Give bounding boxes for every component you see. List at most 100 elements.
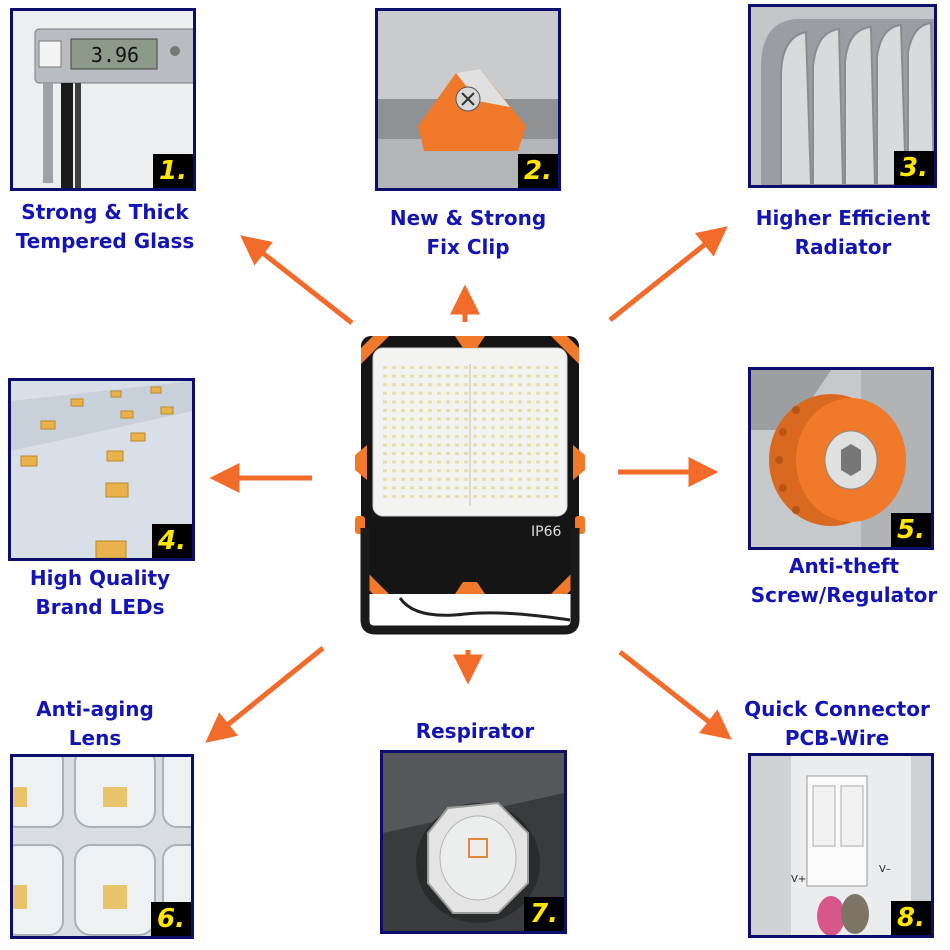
respirator-icon [383,753,564,931]
led-dot [500,426,504,430]
led-dot [554,486,558,490]
led-dot [473,486,477,490]
led-dot [527,460,531,464]
led-dot [482,452,486,455]
led-dot [455,477,459,481]
led-dot [428,486,432,490]
led-dot [410,383,414,387]
feature-panel-radiator: 3. [748,4,937,188]
feature-caption-lens: Anti-aging Lens [36,697,154,750]
feature-caption-leds: High Quality Brand LEDs [29,566,171,619]
led-dot [491,477,495,481]
led-dot [554,495,558,498]
led-dot [500,460,504,464]
arrow-to-glass [240,235,354,325]
feature-number: 3. [894,151,934,185]
led-dot [473,426,477,430]
led-dot [545,460,549,464]
arrow-to-connector [618,650,732,740]
led-dot [437,469,441,473]
led-dot [464,495,468,498]
product-rating: IP66 [531,524,561,540]
led-dot [428,409,432,412]
led-dot [437,434,441,438]
led-dot [527,391,531,395]
led-dot [554,452,558,455]
led-dot [491,426,495,430]
led-dot [509,391,513,395]
led-dot [419,460,423,464]
led-dot [536,443,540,447]
feature-number: 6. [151,902,191,936]
led-dot [536,391,540,395]
led-dot [419,495,423,498]
led-dot [518,417,522,421]
led-dot [518,469,522,473]
led-dot [482,477,486,481]
led-dot [392,434,396,438]
led-dot [482,434,486,438]
feature-caption-screw: Anti-theft Screw/Regulator [750,554,938,607]
led-dot [536,383,540,387]
led-dot [383,486,387,490]
led-dot [491,417,495,421]
led-dot [455,374,459,378]
led-dot [428,426,432,430]
led-dot [491,495,495,498]
led-dot [383,460,387,464]
led-dot [536,400,540,404]
led-dot [509,460,513,464]
led-dot [437,400,441,404]
led-dot [455,400,459,404]
led-dot [392,460,396,464]
led-dot [545,366,549,369]
led-dot [428,469,432,473]
led-dot [509,443,513,447]
led-dot [419,383,423,387]
led-dot [392,391,396,395]
led-dot [464,460,468,464]
led-dot [554,374,558,378]
led-dot [545,409,549,412]
led-dot [401,477,405,481]
led-dot [428,477,432,481]
led-dot [536,477,540,481]
led-dot [428,417,432,421]
led-dot [410,486,414,490]
led-dot [482,460,486,464]
led-dot [545,434,549,438]
led-dot [491,443,495,447]
led-dot [446,469,450,473]
led-dot [491,434,495,438]
led-dot [383,469,387,473]
led-dot [482,495,486,498]
led-dot [392,409,396,412]
led-dot [527,366,531,369]
led-dot [383,374,387,378]
led-dot [446,374,450,378]
led-dot [536,460,540,464]
caliper-icon: 3.96 [13,11,193,188]
led-dot [491,366,495,369]
led-dot [509,486,513,490]
led-dot [536,426,540,430]
led-dot [527,409,531,412]
led-dot [545,469,549,473]
led-dot [419,434,423,438]
feature-number: 5. [891,513,931,547]
led-dot [446,434,450,438]
led-dot [446,400,450,404]
led-dot [500,443,504,447]
led-dot [410,434,414,438]
led-dot [545,486,549,490]
led-dot [446,495,450,498]
led-dot [392,443,396,447]
led-dot [401,383,405,387]
led-dot [491,486,495,490]
led-dot [500,469,504,473]
led-dot [509,426,513,430]
led-dot [518,391,522,395]
led-dot [410,495,414,498]
led-dot [401,400,405,404]
